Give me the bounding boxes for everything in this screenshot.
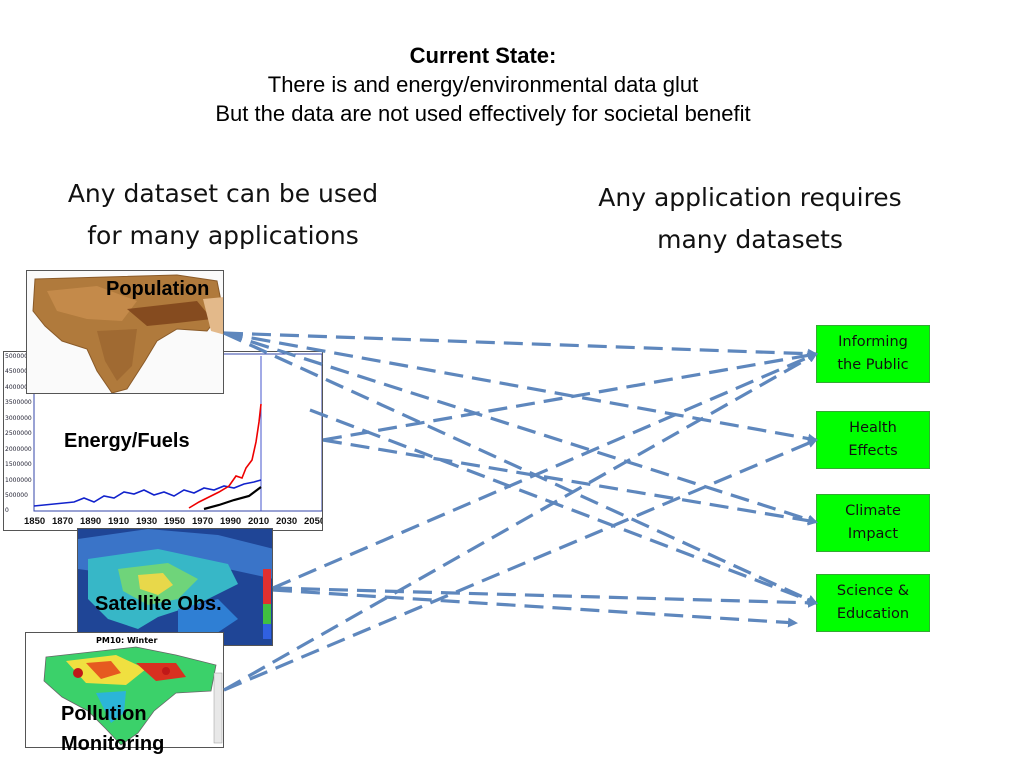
app-label-line: Health — [849, 420, 897, 436]
left-heading-line-1: Any dataset can be used — [67, 179, 379, 208]
app-label-line: Science & — [836, 583, 910, 599]
satellite-graphic — [78, 529, 272, 645]
y-tick: 0 — [5, 507, 9, 514]
x-tick: 2050 — [304, 516, 323, 527]
dataset-label-energy: Energy/Fuels — [64, 430, 190, 452]
app-label-line: the Public — [837, 357, 909, 373]
arrow-satellite-to-science — [272, 586, 818, 608]
left-heading: Any dataset can be used for many applica… — [38, 173, 408, 257]
x-tick: 2030 — [276, 516, 297, 527]
right-heading-line-2: many datasets — [657, 225, 843, 254]
arrow-satellite-to-science-b — [272, 588, 798, 628]
y-tick: 4000000 — [5, 384, 32, 391]
dataset-label-population: Population — [106, 278, 210, 300]
arrow-energy-to-climate — [322, 438, 818, 526]
x-tick: 1950 — [164, 516, 185, 527]
x-tick: 1990 — [220, 516, 241, 527]
app-box-informing-public: Informing the Public — [816, 325, 930, 383]
population-map-graphic — [32, 274, 223, 393]
y-tick: 2000000 — [5, 446, 32, 453]
x-tick: 1870 — [52, 516, 73, 527]
pollution-map-image: PM10: Winter — [25, 632, 224, 748]
y-tick: 3000000 — [5, 415, 32, 422]
pollution-map-caption: PM10: Winter — [96, 636, 157, 645]
left-heading-line-2: for many applications — [87, 221, 359, 250]
slide-title: Current State: There is and energy/envir… — [0, 42, 966, 128]
arrow-satellite-to-public — [272, 352, 818, 590]
title-line-1: There is and energy/environmental data g… — [267, 72, 699, 97]
right-heading-line-1: Any application requires — [598, 183, 902, 212]
arrow-population-to-science-b — [309, 408, 818, 605]
x-tick: 1970 — [192, 516, 213, 527]
dataset-label-pollution: Pollution Monitoring — [61, 703, 165, 755]
app-label-line: Informing — [838, 334, 908, 350]
app-label-line: Climate — [845, 503, 901, 519]
x-tick: 1850 — [24, 516, 45, 527]
y-tick: 5000000 — [5, 353, 32, 360]
dataset-label-satellite: Satellite Obs. — [95, 593, 222, 615]
right-heading: Any application requires many datasets — [565, 177, 935, 261]
title-main: Current State: — [409, 43, 557, 68]
app-box-science-education: Science & Education — [816, 574, 930, 632]
y-tick: 1500000 — [5, 461, 32, 468]
title-line-2: But the data are not used effectively fo… — [215, 101, 751, 126]
y-tick: 3500000 — [5, 399, 32, 406]
x-tick: 1910 — [108, 516, 129, 527]
y-tick: 2500000 — [5, 430, 32, 437]
x-tick: 2010 — [248, 516, 269, 527]
app-label-line: Education — [836, 606, 910, 622]
satellite-image — [77, 528, 273, 646]
arrow-energy-to-public — [322, 350, 818, 442]
y-tick: 4500000 — [5, 368, 32, 375]
app-label-line: Effects — [848, 443, 898, 459]
x-tick: 1930 — [136, 516, 157, 527]
y-tick: 1000000 — [5, 477, 32, 484]
y-tick: 500000 — [5, 492, 28, 499]
app-label-line: Impact — [847, 526, 899, 542]
population-map-image — [26, 270, 224, 394]
pollution-map-graphic: PM10: Winter — [26, 633, 223, 747]
x-tick: 1890 — [80, 516, 101, 527]
